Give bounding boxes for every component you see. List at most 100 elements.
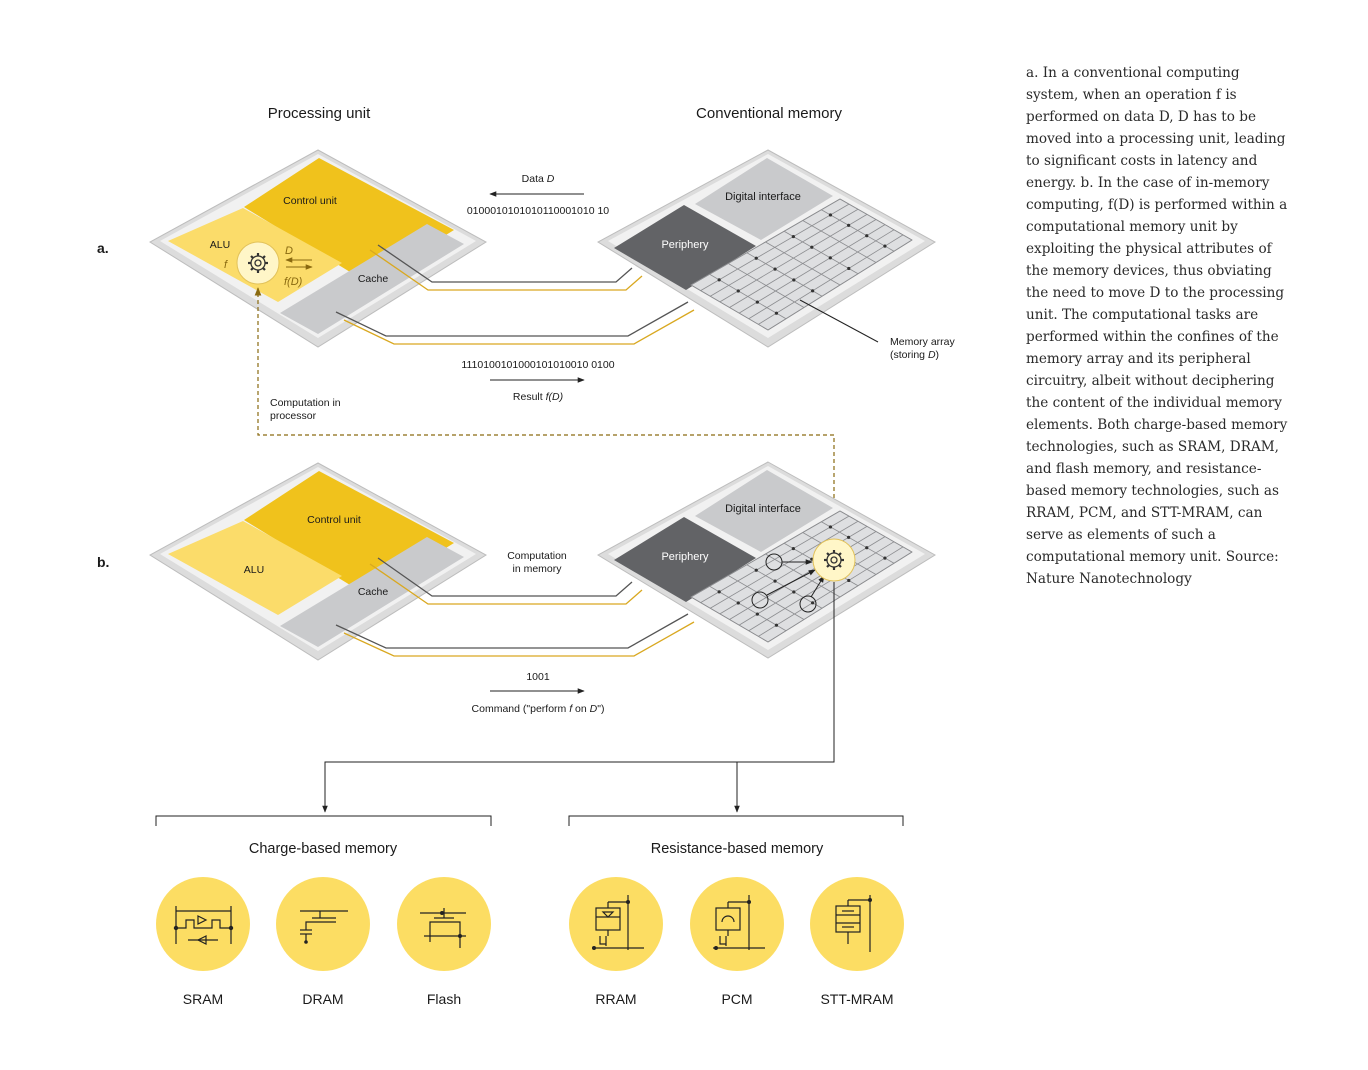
periphery-label-b: Periphery	[661, 551, 709, 563]
memory-cell-dot	[792, 590, 796, 594]
control-unit-label-a: Control unit	[283, 195, 337, 207]
computation-in-memory-label: Computation	[507, 550, 567, 562]
alu-label-a: ALU	[210, 239, 230, 251]
memory-array-gridline	[729, 219, 877, 308]
periphery-block-b	[614, 517, 756, 602]
pcm-label: PCM	[721, 991, 752, 1007]
memory-cell-dot	[828, 525, 833, 529]
memory-array-label: Memory array	[890, 336, 956, 348]
memory-array-grid-a	[690, 198, 913, 331]
device-rram: RRAM	[569, 877, 663, 1007]
charge-based-memory-heading: Charge-based memory	[249, 841, 398, 857]
memory-cell-dot	[755, 612, 759, 616]
alu-gear-circle-a	[236, 241, 280, 285]
memory-array-gridline	[767, 551, 913, 643]
memory-cell-dot	[791, 234, 795, 239]
in-memory-compute-nodes	[751, 553, 825, 613]
cache-label-b: Cache	[358, 586, 389, 598]
memory-cell-dot	[773, 579, 777, 583]
cache-block-a	[280, 224, 464, 334]
memory-cell-dot	[828, 256, 832, 260]
processor-board-a	[149, 149, 487, 348]
command-label: Command ("perform f on D")	[472, 703, 605, 715]
sram-label: SRAM	[183, 991, 223, 1007]
device-sram: SRAM	[156, 877, 250, 1007]
memory-array-gridline	[783, 230, 859, 275]
cache-block-b	[280, 537, 464, 647]
sram-circuit-icon	[175, 906, 232, 945]
rram-circuit-icon	[592, 895, 644, 950]
memory-cell-dot	[791, 546, 795, 551]
memory-cell-dot	[847, 535, 851, 539]
rram-label: RRAM	[595, 991, 636, 1007]
computation-in-memory-label-2: in memory	[512, 563, 562, 575]
dashed-connection	[254, 287, 835, 540]
alu-block-b	[168, 521, 342, 615]
flash-label: Flash	[427, 991, 461, 1007]
dram-circuit-icon	[300, 910, 348, 942]
memory-array-gridline	[821, 209, 895, 252]
memory-cell-dot	[774, 623, 779, 627]
memory-cell-dot	[883, 556, 887, 560]
memory-cell-dot	[847, 223, 851, 227]
computation-in-processor-label: Computation in	[270, 397, 341, 409]
f-label-a: f	[224, 259, 228, 271]
memory-cell-dot	[773, 267, 777, 271]
bus-wires-b	[335, 557, 695, 657]
result-label: Result f(D)	[513, 391, 563, 403]
conventional-memory-heading: Conventional memory	[696, 105, 842, 122]
digital-interface-label-b: Digital interface	[725, 503, 801, 515]
in-memory-computing-diagram: Processing unit Conventional memory a. C…	[97, 105, 956, 1007]
memory-cell-dot	[883, 244, 887, 248]
panel-a-label: a.	[97, 240, 109, 256]
memory-array-gridline	[767, 239, 913, 331]
memory-cell-dot	[717, 590, 721, 594]
memory-gear-circle	[812, 538, 856, 582]
memory-cell-dot	[774, 311, 779, 315]
memory-array-gridline	[839, 198, 913, 241]
memory-cell-dot	[828, 213, 833, 217]
memory-array-gridline	[802, 220, 877, 263]
memory-cell-dot	[810, 245, 814, 249]
memory-cell-dot	[847, 578, 851, 583]
memory-cell-dot	[811, 601, 815, 605]
memory-array-gridline	[748, 229, 895, 320]
memory-cell-dot	[736, 289, 740, 293]
memory-array-gridline	[758, 234, 904, 325]
digital-interface-label-a: Digital interface	[725, 191, 801, 203]
d-label-a: D	[285, 245, 293, 257]
processing-unit-heading: Processing unit	[268, 105, 371, 122]
memory-cell-dot	[717, 278, 721, 282]
memory-array-gridline	[821, 521, 895, 564]
memory-array-gridline	[738, 536, 886, 626]
cache-label-a: Cache	[358, 273, 389, 285]
memory-cell-dot	[865, 234, 869, 238]
memory-array-gridline	[839, 510, 913, 553]
periphery-block-a	[614, 205, 756, 290]
dram-label: DRAM	[302, 991, 343, 1007]
control-unit-label-b: Control unit	[307, 514, 361, 526]
periphery-label-a: Periphery	[661, 239, 709, 251]
memory-cell-dot	[736, 601, 740, 605]
command-bits: 1001	[526, 671, 550, 683]
category-tree-lines	[155, 582, 904, 826]
memory-array-gridline	[738, 224, 886, 314]
panel-b-label: b.	[97, 554, 109, 570]
memory-cell-dot	[755, 300, 759, 304]
memory-cell-dot	[865, 546, 869, 550]
memory-array-callout-line	[799, 299, 879, 343]
memory-cell-dot	[754, 568, 758, 572]
result-bits: 1110100101000101010010 0100	[461, 359, 614, 371]
memory-cell-dot	[754, 256, 758, 260]
alu-label-b: ALU	[244, 564, 264, 576]
device-stt-mram: STT-MRAM	[810, 877, 904, 1007]
device-pcm: PCM	[690, 877, 784, 1007]
data-bits: 0100010101010110001010 10	[467, 205, 609, 217]
data-label: Data D	[522, 173, 555, 185]
digital-interface-block-a	[695, 158, 833, 240]
pcm-circuit-icon	[713, 895, 765, 950]
bus-wires-a	[335, 244, 695, 345]
device-flash: Flash	[397, 877, 491, 1007]
memory-cell-dot	[792, 278, 796, 282]
processor-board-b	[149, 462, 487, 661]
